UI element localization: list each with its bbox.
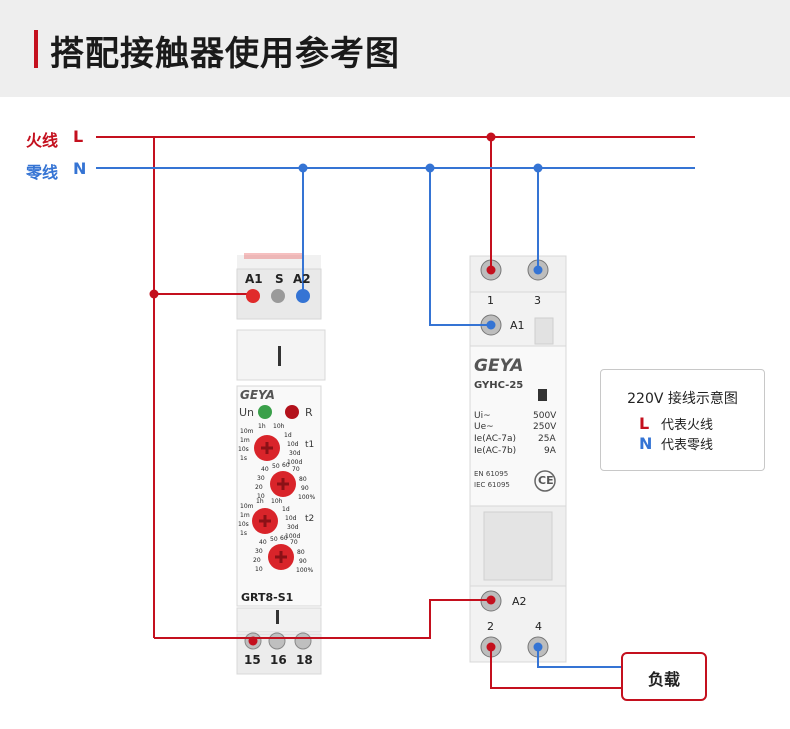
relay-brand-logo: GEYA (240, 388, 275, 402)
relay-scale-label: 60 (282, 462, 290, 469)
contactor (469, 255, 567, 663)
live-wire-label: 火线 (26, 131, 59, 150)
relay-scale-label: 20 (253, 557, 261, 564)
contactor-brand-logo: GEYA (474, 356, 524, 376)
legend-box: 220V 接线示意图 L 代表火线 N 代表零线 (600, 369, 765, 471)
led-r-icon (285, 405, 299, 419)
relay-scale-label: 10d (287, 441, 299, 448)
relay-scale-label: 80 (297, 549, 305, 556)
ce-circle-icon (534, 470, 556, 492)
relay-scale-label: 10m (240, 428, 254, 435)
relay-scale-label: 10h (271, 498, 283, 505)
load-label: 负载 (647, 670, 680, 689)
relay-scale-label: 10 (257, 493, 265, 500)
relay-scale-label: 10s (238, 521, 249, 528)
spec-value: 250V (533, 422, 557, 432)
spec-key: Ue~ (474, 422, 494, 432)
relay-scale-label: 100d (287, 459, 303, 466)
relay-scale-label: 1h (258, 423, 266, 430)
spec-key: Ui~ (474, 411, 491, 421)
legend-neutral-text: 代表零线 (661, 438, 714, 453)
relay-scale-label: 90 (301, 485, 309, 492)
relay-scale-label: 10s (238, 446, 249, 453)
relay-scale-label: 20 (255, 484, 263, 491)
relay-scale-label: 1h (256, 498, 264, 505)
legend-live-text: 代表火线 (661, 418, 714, 433)
header-band: 搭配接触器使用参考图 (0, 0, 790, 97)
relay-scale-label: 70 (290, 539, 298, 546)
relay-scale-label: 40 (259, 539, 267, 546)
contactor-terminal-3: 3 (534, 294, 541, 307)
relay-led-r-label: R (305, 406, 313, 419)
relay-scale-label: 10h (273, 423, 285, 430)
relay-scale-label: 60 (280, 535, 288, 542)
relay-terminal-16: 16 (270, 653, 287, 667)
spec-key: Ie(AC-7a) (474, 434, 516, 444)
load-box: 负载 (621, 652, 707, 701)
contactor-model: GYHC-25 (474, 380, 524, 391)
relay-scale-label: 1s (240, 455, 247, 462)
ce-mark: CE (538, 474, 554, 487)
relay-model-label: GRT8-S1 (241, 591, 294, 604)
live-wires (96, 136, 695, 689)
contactor-a2-label: A2 (512, 595, 527, 608)
relay-terminal-a1: A1 (245, 272, 263, 286)
page-title: 搭配接触器使用参考图 (50, 34, 400, 74)
time-relay (236, 253, 326, 675)
led-un-icon (258, 405, 272, 419)
relay-scale-label: 30 (257, 475, 265, 482)
contactor-a1-label: A1 (510, 319, 525, 332)
relay-scale-label: 10 (255, 566, 263, 573)
spec-key: Ie(AC-7b) (474, 446, 517, 456)
indicator-window-icon (538, 389, 547, 401)
relay-scale-label: 1d (284, 432, 292, 439)
junction-dots (149, 132, 543, 652)
relay-scale-label: 40 (261, 466, 269, 473)
relay-scale-label: 90 (299, 558, 307, 565)
relay-t2-label: t2 (305, 514, 315, 524)
standard-label: EN 61095 (474, 470, 509, 478)
relay-scale-label: 1s (240, 530, 247, 537)
relay-t1-label: t1 (305, 440, 315, 450)
spec-value: 9A (544, 446, 556, 456)
relay-scale-label: 70 (292, 466, 300, 473)
spec-value: 25A (538, 434, 556, 444)
relay-scale-label: 100% (296, 567, 314, 574)
relay-scale-label: 50 (272, 463, 280, 470)
legend-live-symbol: L (639, 414, 650, 433)
relay-scale-label: 10m (240, 503, 254, 510)
relay-terminal-15: 15 (244, 653, 261, 667)
spec-value: 500V (533, 411, 557, 421)
relay-terminal-s: S (275, 272, 284, 286)
relay-scale-label: 10d (285, 515, 297, 522)
relay-scale-label: 1d (282, 506, 290, 513)
relay-scale-label: 30 (255, 548, 263, 555)
relay-scale-label: 30d (287, 524, 299, 531)
legend-title: 220V 接线示意图 (627, 391, 738, 407)
contactor-terminal-1: 1 (487, 294, 494, 307)
relay-scale-label: 1m (240, 512, 250, 519)
contactor-terminal-4: 4 (535, 620, 542, 633)
relay-scale-label: 1m (240, 437, 250, 444)
relay-led-un-label: Un (239, 406, 255, 419)
legend-neutral-symbol: N (639, 434, 653, 453)
relay-scale-label: 50 (270, 536, 278, 543)
legend-neutral-row: N 代表零线 (639, 434, 713, 453)
relay-terminal-a2: A2 (293, 272, 311, 286)
header-accent-bar (34, 30, 38, 68)
relay-scale-label: 100% (298, 494, 316, 501)
standard-label: IEC 61095 (474, 481, 510, 489)
relay-terminal-18: 18 (296, 653, 313, 667)
neutral-wire-letter: N (73, 159, 87, 178)
contactor-terminal-2: 2 (487, 620, 494, 633)
legend-live-row: L 代表火线 (639, 414, 713, 433)
neutral-wires (96, 167, 695, 668)
live-wire-letter: L (73, 127, 84, 146)
relay-scale-label: 80 (299, 476, 307, 483)
relay-scale-label: 100d (285, 533, 301, 540)
relay-scale-label: 30d (289, 450, 301, 457)
neutral-wire-label: 零线 (26, 163, 59, 182)
